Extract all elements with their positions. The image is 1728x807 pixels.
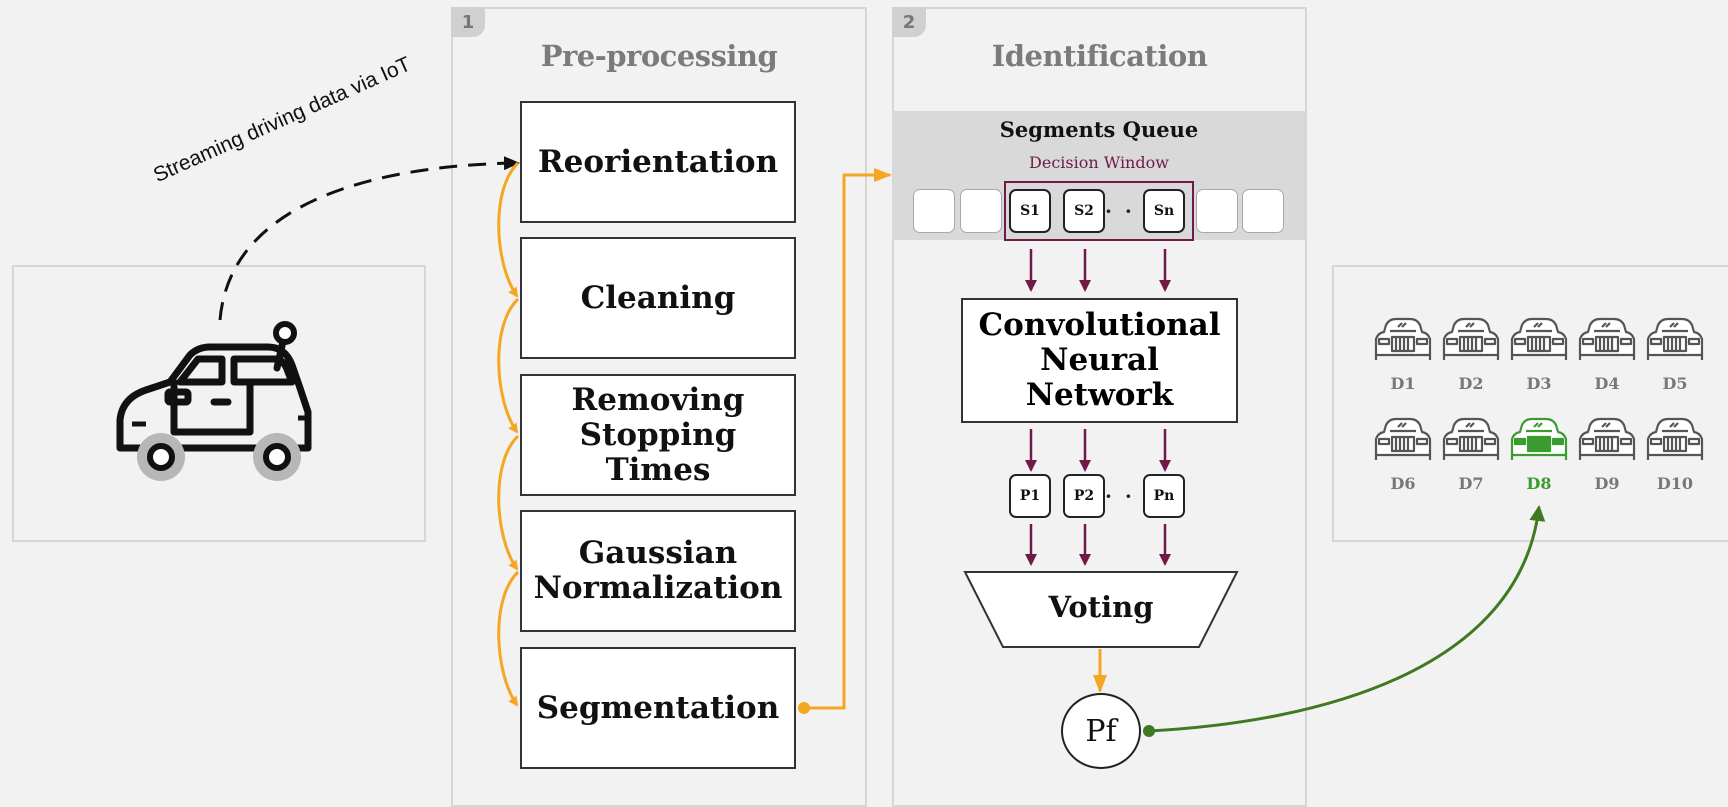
queue-slot xyxy=(1196,189,1238,233)
prediction-pn: Pn xyxy=(1143,474,1185,518)
step-reorientation: Reorientation xyxy=(520,101,796,223)
driver-label: D3 xyxy=(1526,374,1552,393)
final-prediction: Pf xyxy=(1061,693,1141,769)
driver-label: D2 xyxy=(1458,374,1484,393)
cnn-block: Convolutional Neural Network xyxy=(961,298,1238,423)
step-gaussian-normalization: Gaussian Normalization xyxy=(520,510,796,632)
segment-s1: S1 xyxy=(1009,189,1051,233)
driver-label: D7 xyxy=(1458,474,1484,493)
flow-arrow xyxy=(497,161,520,298)
queue-slot xyxy=(913,189,955,233)
queue-slot xyxy=(960,189,1002,233)
car-icon-selected xyxy=(1510,417,1568,460)
driver-label-selected: D8 xyxy=(1526,474,1552,493)
driver-label: D10 xyxy=(1656,474,1694,493)
iot-stream-arrow xyxy=(218,156,520,321)
segments-queue-title: Segments Queue xyxy=(999,117,1199,142)
step-removing-stopping-times: Removing Stopping Times xyxy=(520,374,796,496)
preprocessing-title: Pre-processing xyxy=(540,39,778,73)
flow-arrow xyxy=(497,297,520,434)
decision-window-label: Decision Window xyxy=(1029,153,1169,172)
driver-label: D1 xyxy=(1390,374,1416,393)
queue-slot xyxy=(1242,189,1284,233)
flow-arrow xyxy=(497,434,520,571)
car-icon xyxy=(1646,417,1704,460)
segmentation-to-queue-arrow xyxy=(804,168,892,710)
car-icon xyxy=(1442,317,1500,360)
voting-trapezoid xyxy=(963,571,1239,648)
step-number-2: 2 xyxy=(892,7,926,37)
driver-label: D6 xyxy=(1390,474,1416,493)
segment-s2: S2 xyxy=(1063,189,1105,233)
result-arrow xyxy=(1148,505,1546,733)
step-segmentation: Segmentation xyxy=(520,647,796,769)
driver-label: D4 xyxy=(1594,374,1620,393)
driver-label: D5 xyxy=(1662,374,1688,393)
drivers-panel xyxy=(1332,265,1728,542)
prediction-p1: P1 xyxy=(1009,474,1051,518)
step-number-1: 1 xyxy=(451,7,485,37)
segmentation-output-dot xyxy=(798,702,810,714)
car-icon xyxy=(1578,317,1636,360)
voting-label: Voting xyxy=(1048,590,1154,624)
car-icon xyxy=(1374,417,1432,460)
car-icon xyxy=(1578,417,1636,460)
car-icon xyxy=(1646,317,1704,360)
step-cleaning: Cleaning xyxy=(520,237,796,359)
prediction-p2: P2 xyxy=(1063,474,1105,518)
car-icon xyxy=(1374,317,1432,360)
car-icon xyxy=(1442,417,1500,460)
car-icon xyxy=(1510,317,1568,360)
decision-window xyxy=(1004,181,1194,241)
connected-car-icon xyxy=(116,321,312,481)
identification-title: Identification xyxy=(991,39,1208,73)
driver-label: D9 xyxy=(1594,474,1620,493)
segment-sn: Sn xyxy=(1143,189,1185,233)
flow-arrow xyxy=(497,570,520,707)
